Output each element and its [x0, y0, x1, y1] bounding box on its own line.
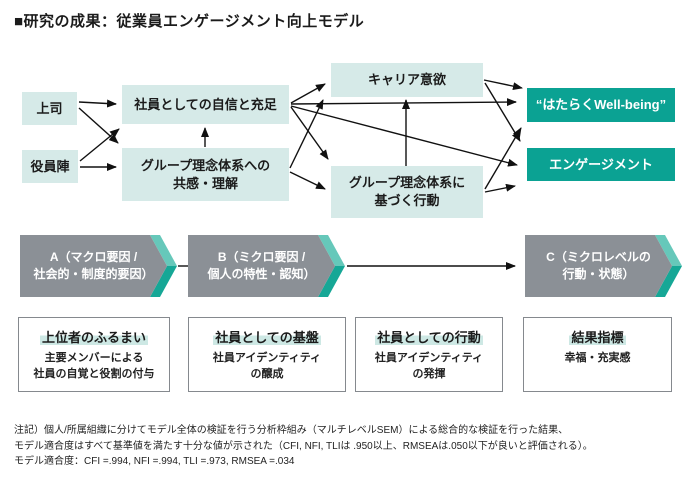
factor-box-action: 社員としての行動 社員アイデンティティ の発揮	[355, 317, 503, 392]
factor-heading-text: 社員としての行動	[375, 330, 483, 345]
factor-body: 社員アイデンティティ の醸成	[212, 352, 322, 380]
factor-heading-text: 社員としての基盤	[213, 330, 321, 345]
footnote-line: モデル適合度はすべて基準値を満たす十分な値が示された（CFI, NFI, TLI…	[14, 440, 593, 452]
arrow-empathy-to-career	[289, 99, 324, 169]
arrow-confidence-to-wellbeing	[290, 98, 517, 107]
arrow-confidence-to-career	[290, 83, 326, 104]
page-title: ■研究の成果：従業員エンゲージメント向上モデル	[14, 13, 365, 30]
band-b: B（ミクロ要因 / 個人の特性・認知）	[188, 235, 346, 297]
factor-heading: 上位者のふるまい	[19, 327, 169, 346]
node-wellbeing: “はたらくWell-being”	[527, 88, 675, 122]
node-boss: 上司	[22, 92, 77, 125]
factor-heading: 結果指標	[524, 327, 671, 346]
arrow-career-to-wellbeing	[483, 79, 523, 91]
factor-body: 幸福・充実感	[564, 352, 631, 364]
arrow-career-to-engagement	[484, 82, 521, 142]
factor-heading: 社員としての行動	[356, 327, 502, 346]
factor-box-macro: 上位者のふるまい 主要メンバーによる 社員の自覚と役割の付与	[18, 317, 170, 392]
chevron-arrow-icon	[20, 235, 177, 297]
factor-box-outcome: 結果指標 幸福・充実感	[523, 317, 672, 392]
node-confidence: 社員としての自信と充足	[122, 85, 289, 124]
band-a: A（マクロ要因 / 社会的・制度的要因）	[20, 235, 178, 297]
band-b-label: B（ミクロ要因 / 個人の特性・認知）	[207, 250, 316, 281]
footnotes: 注記）個人/所属組織に分けてモデル全体の検証を行う分析枠組み（マルチレベルSEM…	[14, 423, 690, 470]
node-empathy: グループ理念体系への 共感・理解	[122, 148, 289, 201]
node-engagement: エンゲージメント	[527, 148, 675, 181]
arrow-behavior-to-wellbeing	[484, 127, 522, 190]
arrow-behavior-to-engagement	[484, 183, 516, 193]
arrow-confidence-to-behavior	[290, 106, 329, 160]
chevron-arrow-icon	[188, 235, 345, 297]
arrow-boss-to-empathy	[78, 107, 119, 144]
arrow-confidence-to-engagement	[290, 105, 518, 167]
factor-heading-text: 結果指標	[569, 330, 626, 345]
chevron-arrow-icon	[525, 235, 682, 297]
node-executives: 役員陣	[22, 150, 78, 183]
factor-heading: 社員としての基盤	[189, 327, 345, 346]
band-a-label: A（マクロ要因 / 社会的・制度的要因）	[33, 250, 154, 281]
arrow-executives-to-confidence	[79, 128, 120, 162]
footnote-line: モデル適合度：CFI =.994, NFI =.994, TLI =.973, …	[14, 456, 295, 467]
factor-box-foundation: 社員としての基盤 社員アイデンティティ の醸成	[188, 317, 346, 392]
factor-heading-text: 上位者のふるまい	[39, 330, 148, 345]
arrow-boss-to-confidence	[78, 99, 117, 108]
factor-body: 主要メンバーによる 社員の自覚と役割の付与	[33, 352, 155, 380]
node-behavior: グループ理念体系に 基づく行動	[331, 166, 483, 218]
band-c-label: C（ミクロレベルの 行動・状態）	[546, 250, 651, 281]
band-c: C（ミクロレベルの 行動・状態）	[525, 235, 683, 297]
footnote-line: 注記）個人/所属組織に分けてモデル全体の検証を行う分析枠組み（マルチレベルSEM…	[14, 425, 569, 436]
factor-body: 社員アイデンティティ の発揮	[374, 352, 484, 380]
node-career: キャリア意欲	[331, 63, 483, 97]
arrow-empathy-to-behavior	[289, 171, 326, 190]
